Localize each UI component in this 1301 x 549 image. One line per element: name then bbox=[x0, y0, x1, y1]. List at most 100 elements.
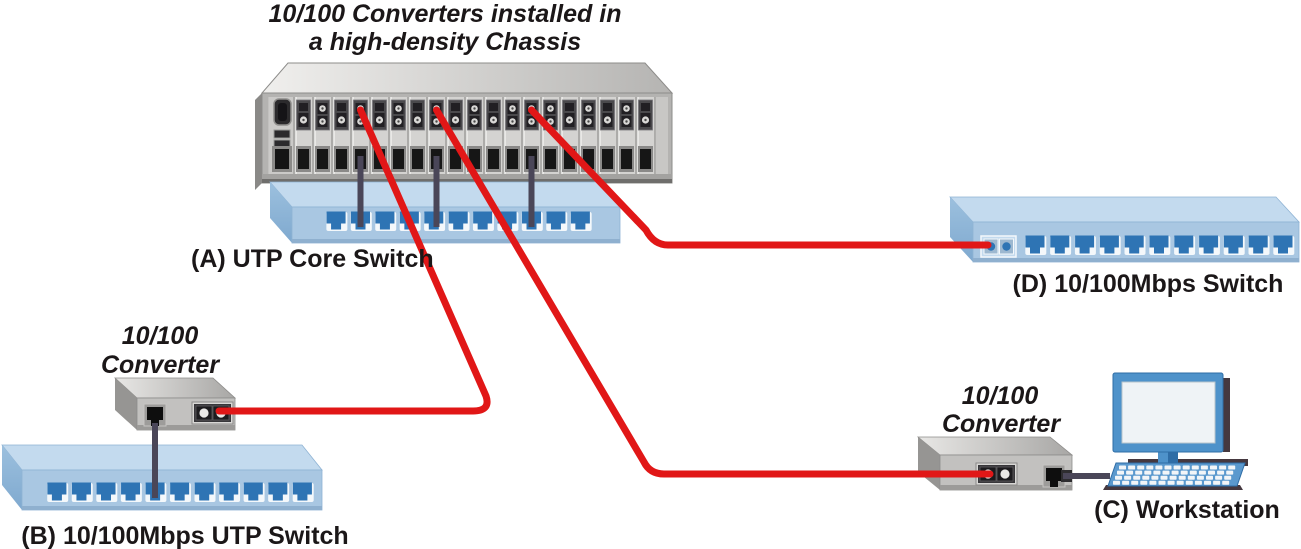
diagram-title-line1: 10/100 Converters installed in bbox=[269, 0, 622, 28]
switch-bottom-edge bbox=[292, 239, 620, 243]
rj45-port bbox=[546, 211, 566, 230]
blank-filler-panel bbox=[655, 97, 668, 174]
keyboard-key bbox=[1140, 480, 1148, 485]
workstation-label: (C) Workstation bbox=[1094, 496, 1280, 524]
rj45-port bbox=[336, 149, 347, 169]
keyboard-key bbox=[1151, 475, 1159, 480]
rj45-port bbox=[1025, 235, 1045, 254]
converter-right-label-line1: 10/100 bbox=[962, 382, 1039, 410]
keyboard-key bbox=[1135, 470, 1143, 475]
keyboard-key bbox=[1200, 465, 1208, 470]
rj45-port bbox=[96, 482, 116, 501]
converter-left-label-line1: 10/100 bbox=[122, 322, 199, 350]
keyboard-key bbox=[1115, 475, 1122, 480]
fiber-cable bbox=[215, 106, 491, 415]
keyboard-key bbox=[1146, 465, 1154, 470]
rj45-port bbox=[317, 149, 328, 169]
keyboard-key bbox=[1191, 465, 1199, 470]
keyboard-key bbox=[1222, 480, 1230, 485]
keyboard-key bbox=[1164, 465, 1172, 470]
keyboard-key bbox=[1113, 480, 1120, 485]
keyboard-key bbox=[1217, 470, 1225, 475]
keyboard-key bbox=[1224, 475, 1232, 480]
core-switch bbox=[269, 181, 621, 244]
keyboard-key bbox=[1208, 470, 1215, 475]
workstation bbox=[1103, 372, 1248, 490]
rj45-port bbox=[473, 211, 493, 230]
keyboard-key bbox=[1219, 465, 1227, 470]
switch-bottom-edge bbox=[973, 258, 1299, 262]
fiber-cable bbox=[433, 106, 994, 478]
keyboard-key bbox=[1133, 475, 1141, 480]
rj45-port bbox=[570, 211, 590, 230]
keyboard-key bbox=[1194, 480, 1202, 485]
fiber-cable bbox=[528, 106, 992, 249]
keyboard-key bbox=[1137, 465, 1145, 470]
keyboard-key bbox=[1173, 465, 1181, 470]
box-top bbox=[1, 444, 323, 471]
keyboard-key bbox=[1122, 480, 1130, 485]
keyboard-key bbox=[1158, 480, 1166, 485]
keyboard-key bbox=[1171, 470, 1179, 475]
keyboard-key bbox=[1155, 465, 1163, 470]
rj45-port bbox=[170, 482, 190, 501]
rj45-port bbox=[275, 149, 289, 169]
rj45-port bbox=[583, 149, 594, 169]
fiber-ferrule bbox=[1000, 469, 1010, 479]
box-top bbox=[949, 196, 1300, 223]
keyboard-key bbox=[1153, 470, 1161, 475]
utp-switch-b-label: (B) 10/100Mbps UTP Switch bbox=[21, 522, 348, 549]
rj45-port bbox=[243, 482, 263, 501]
keyboard-key bbox=[1210, 465, 1217, 470]
chassis bbox=[255, 62, 674, 190]
diagram-title-line2: a high-density Chassis bbox=[309, 28, 581, 56]
rj45-port bbox=[298, 149, 309, 169]
rj45-port bbox=[47, 482, 67, 501]
core-switch-label: (A) UTP Core Switch bbox=[191, 245, 434, 273]
rj45-port bbox=[1174, 235, 1194, 254]
keyboard-key bbox=[1126, 470, 1134, 475]
rj45-port bbox=[268, 482, 288, 501]
rj45-port bbox=[1124, 235, 1144, 254]
converter-left-label-line2: Converter bbox=[101, 351, 220, 379]
keyboard-key bbox=[1198, 470, 1206, 475]
rj45-port bbox=[602, 149, 613, 169]
rj45-port bbox=[71, 482, 91, 501]
rj45-port bbox=[375, 211, 395, 230]
keyboard-key bbox=[1185, 480, 1193, 485]
rj45-port bbox=[564, 149, 575, 169]
box-side bbox=[2, 445, 22, 510]
box-side bbox=[270, 182, 292, 243]
rj45-port bbox=[621, 149, 632, 169]
converter-right-label-line2: Converter bbox=[942, 410, 1061, 438]
rj45-port bbox=[412, 149, 423, 169]
keyboard-key bbox=[1226, 470, 1234, 475]
rj45-port bbox=[469, 149, 480, 169]
fiber-cables bbox=[215, 106, 994, 478]
box-side bbox=[115, 378, 137, 430]
keyboard-key bbox=[1167, 480, 1175, 485]
rj45-port bbox=[448, 211, 468, 230]
monitor-screen bbox=[1121, 381, 1216, 444]
chassis-top bbox=[260, 62, 674, 94]
monitor-shadow bbox=[1223, 378, 1230, 452]
keyboard-key bbox=[1142, 475, 1150, 480]
keyboard-key bbox=[1189, 470, 1197, 475]
keyboard-key bbox=[1131, 480, 1139, 485]
keyboard-key bbox=[1144, 470, 1152, 475]
chassis-side bbox=[255, 93, 262, 190]
keyboard-key bbox=[1124, 475, 1132, 480]
switch-d bbox=[949, 196, 1300, 263]
keyboard-key bbox=[1149, 480, 1157, 485]
keyboard-key bbox=[1178, 475, 1186, 480]
rj45-port bbox=[545, 149, 556, 169]
keyboard-key bbox=[1128, 465, 1136, 470]
rj45-port bbox=[1050, 235, 1070, 254]
rj45-port bbox=[292, 482, 312, 501]
keyboard-key bbox=[1119, 465, 1126, 470]
rj45-port bbox=[640, 149, 651, 169]
chassis-bottom-shadow bbox=[262, 179, 672, 183]
rj45-port bbox=[1248, 235, 1268, 254]
keyboard-key bbox=[1204, 480, 1211, 485]
